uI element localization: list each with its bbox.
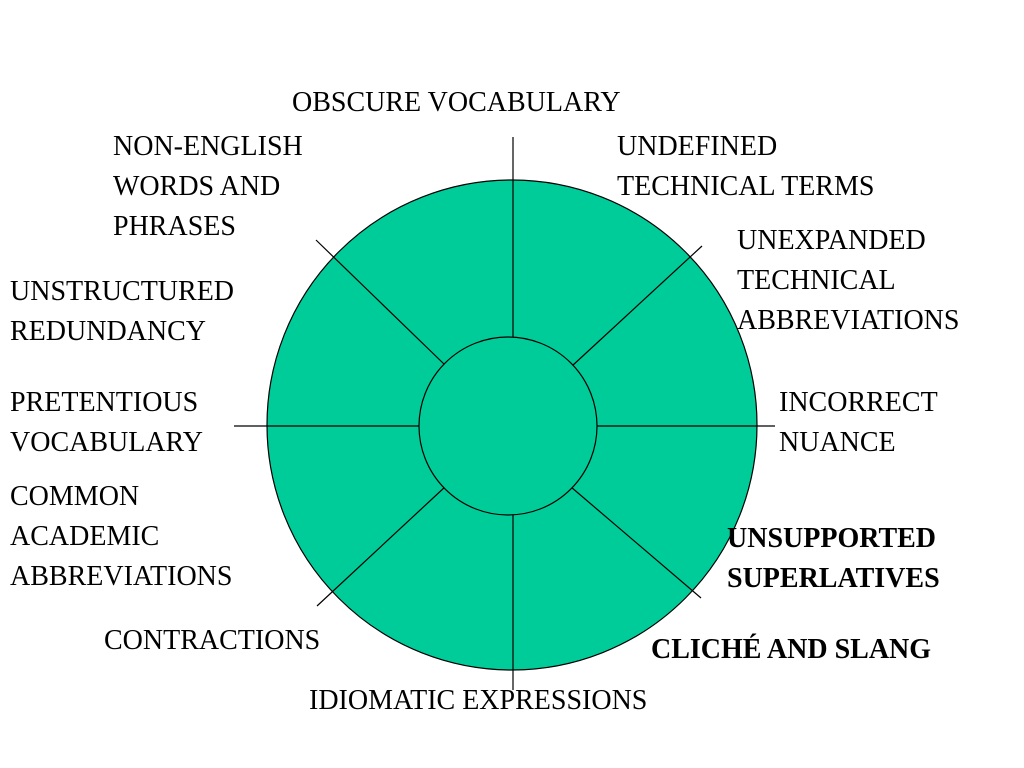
spoke-lower-right bbox=[570, 486, 702, 599]
label-unsupported-superlatives: UNSUPPORTED SUPERLATIVES bbox=[727, 523, 940, 594]
label-unstructured-redundancy: UNSTRUCTURED REDUNDANCY bbox=[10, 276, 235, 347]
label-pretentious-vocabulary: PRETENTIOUS VOCABULARY bbox=[10, 387, 203, 458]
label-idiomatic-expressions: IDIOMATIC EXPRESSIONS bbox=[309, 685, 648, 716]
inner-circle bbox=[418, 336, 598, 516]
label-undefined-technical-terms: UNDEFINED TECHNICAL TERMS bbox=[617, 131, 875, 202]
spoke-upper-left bbox=[315, 239, 446, 366]
label-non-english-words-and-phrases: NON-ENGLISH WORDS AND PHRASES bbox=[113, 131, 303, 242]
label-obscure-vocabulary: OBSCURE VOCABULARY bbox=[292, 87, 621, 118]
spoke-lower-left bbox=[316, 485, 447, 607]
label-cliche-and-slang: CLICHÉ AND SLANG bbox=[651, 634, 932, 665]
label-common-academic-abbreviations: COMMON ACADEMIC ABBREVIATIONS bbox=[10, 481, 233, 592]
label-unexpanded-technical-abbreviations: UNEXPANDED TECHNICAL ABBREVIATIONS bbox=[737, 225, 960, 336]
label-contractions: CONTRACTIONS bbox=[104, 625, 321, 656]
spokes bbox=[234, 137, 775, 690]
label-incorrect-nuance: INCORRECT NUANCE bbox=[779, 387, 938, 458]
spoke-upper-right bbox=[571, 245, 703, 367]
